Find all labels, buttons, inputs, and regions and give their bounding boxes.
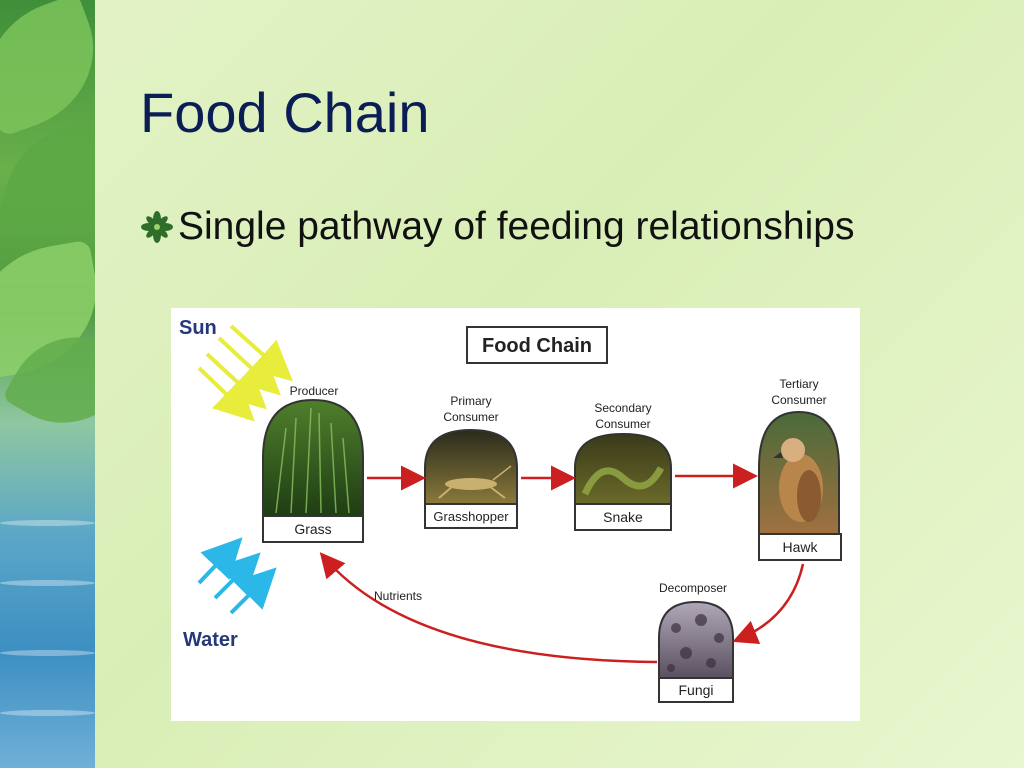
snake-name-box	[574, 503, 672, 531]
secondary-role-line2: Consumer	[595, 417, 650, 431]
decorative-side-strip	[0, 0, 95, 768]
grass-image	[262, 398, 364, 517]
snake-icon	[581, 466, 665, 496]
leaf-decoration	[0, 0, 95, 138]
hawk-icon	[773, 438, 823, 522]
fungi-texture-icon	[667, 614, 724, 672]
snake-name-label: Snake	[603, 509, 643, 525]
water-ripple	[0, 580, 95, 586]
sun-rays-icon	[197, 324, 293, 422]
nutrients-label: Nutrients	[374, 589, 422, 603]
decomposer-role-label: Decomposer	[659, 581, 727, 595]
arrow-fungi-to-grass	[319, 552, 658, 664]
hawk-name-box	[758, 533, 842, 561]
fungi-name-box	[658, 677, 734, 703]
producer-role-label: Producer	[290, 384, 339, 398]
grass-name-box	[262, 515, 364, 543]
diagram-title: Food Chain	[482, 335, 592, 357]
water-rays-icon	[197, 537, 277, 615]
bullet-point: Single pathway of feeding relationships	[140, 205, 854, 249]
fungi-image	[658, 600, 734, 679]
hawk-name-label: Hawk	[782, 539, 818, 555]
grass-name-label: Grass	[294, 521, 331, 537]
food-chain-diagram: Sun Water Food Chain Producer Grass Prim…	[171, 308, 860, 721]
grass-blades-icon	[275, 407, 350, 514]
grasshopper-icon	[438, 465, 512, 499]
fungi-name-label: Fungi	[678, 682, 713, 698]
water-ripple	[0, 650, 95, 656]
water-label: Water	[183, 629, 238, 651]
slide-title: Food Chain	[140, 81, 430, 144]
feeding-arrows	[319, 463, 805, 664]
water-ripple	[0, 520, 95, 526]
arrow-hawk-to-fungi	[732, 563, 805, 645]
sun-label: Sun	[179, 317, 217, 339]
diagram-title-box	[466, 326, 608, 364]
food-chain-svg: Sun Water Food Chain Producer Grass Prim…	[179, 317, 842, 703]
water-ripple	[0, 710, 95, 716]
bullet-text: Single pathway of feeding relationships	[178, 205, 855, 248]
grasshopper-image	[424, 428, 518, 505]
grasshopper-name-box	[424, 503, 518, 529]
tertiary-role-line1: Tertiary	[779, 377, 818, 391]
primary-role-line1: Primary	[450, 394, 491, 408]
tertiary-role-line2: Consumer	[771, 393, 826, 407]
grasshopper-name-label: Grasshopper	[433, 509, 509, 524]
primary-role-line2: Consumer	[443, 410, 498, 424]
leaf-bullet-icon	[141, 211, 173, 243]
secondary-role-line1: Secondary	[594, 401, 651, 415]
